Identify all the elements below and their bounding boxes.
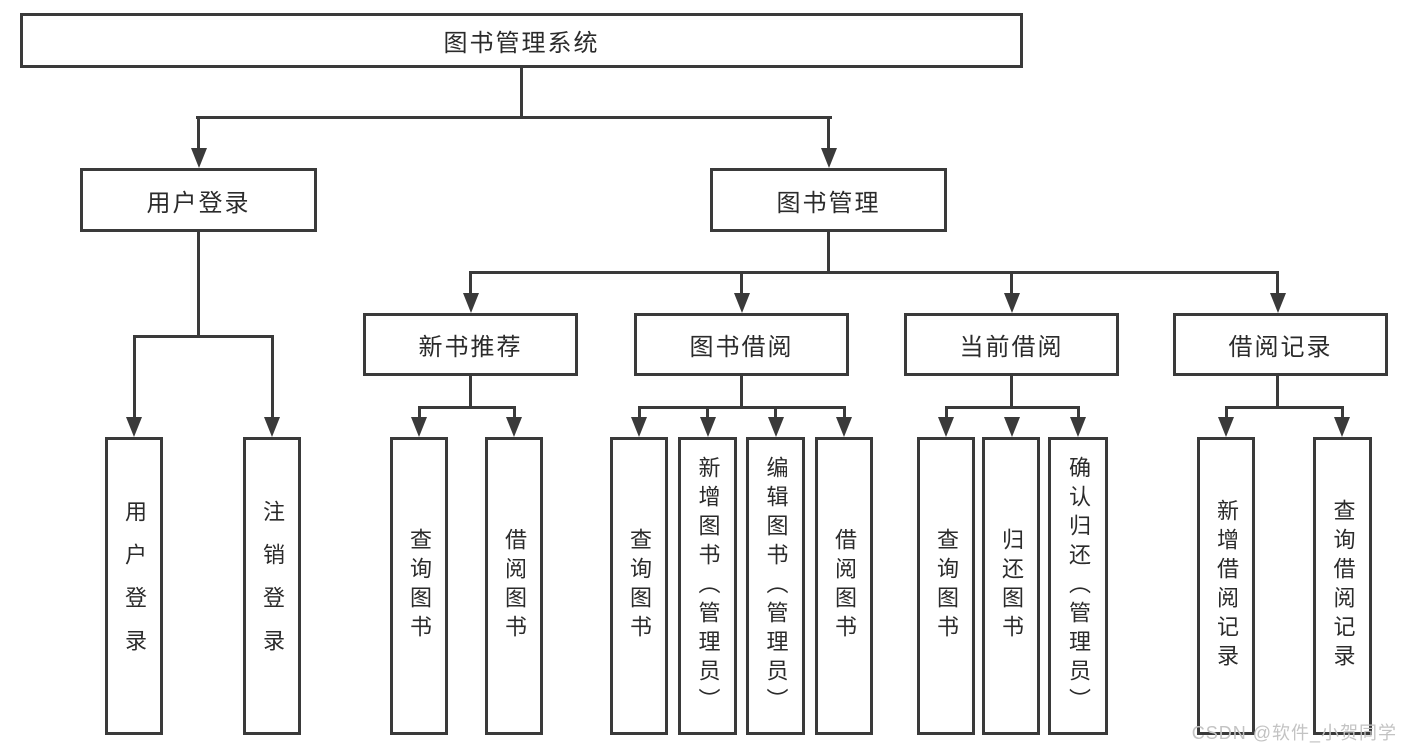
connector-line-vertical xyxy=(1076,407,1080,422)
arrowhead-down-icon xyxy=(1003,417,1020,437)
node-book-borrow-label: 图书借阅 xyxy=(689,334,794,361)
arrowhead-down-icon xyxy=(767,417,784,437)
node-borrow-record: 借阅记录 xyxy=(1173,313,1388,376)
leaf-add-borrow-record: 新增借阅记录 xyxy=(1197,437,1255,735)
arrowhead-down-icon xyxy=(190,148,207,168)
leaf-add-borrow-record-label: 新增借阅记录 xyxy=(1214,499,1239,673)
leaf-borrow-books-recommend-label: 借阅图书 xyxy=(502,528,527,644)
arrowhead-down-icon xyxy=(938,417,954,437)
connector-line-horizontal xyxy=(417,405,516,409)
connector-line-vertical xyxy=(842,407,846,422)
leaf-borrow-books: 借阅图书 xyxy=(815,437,873,735)
connector-line-horizontal xyxy=(469,270,1279,274)
node-new-book-recommend: 新书推荐 xyxy=(363,313,578,376)
leaf-return-books: 归还图书 xyxy=(982,437,1040,735)
arrowhead-down-icon xyxy=(733,293,750,313)
leaf-query-books-recommend-label: 查询图书 xyxy=(407,528,432,644)
connector-line-vertical xyxy=(197,117,200,152)
arrowhead-down-icon xyxy=(699,417,716,437)
node-borrow-record-label: 借阅记录 xyxy=(1228,334,1333,361)
arrowhead-down-icon xyxy=(820,148,837,168)
node-library-system: 图书管理系统 xyxy=(20,13,1023,68)
leaf-edit-books-admin: 编辑图书（管理员） xyxy=(746,437,805,735)
leaf-borrow-books-recommend: 借阅图书 xyxy=(485,437,543,735)
arrowhead-down-icon xyxy=(631,417,647,437)
connector-line-vertical xyxy=(706,407,709,422)
leaf-query-books-recommend: 查询图书 xyxy=(390,437,448,735)
connector-line-horizontal xyxy=(195,115,832,119)
connector-line-vertical xyxy=(1276,376,1279,407)
node-book-management-label: 图书管理 xyxy=(776,189,881,217)
connector-line-vertical xyxy=(1010,376,1013,407)
node-user-login-label: 用户登录 xyxy=(146,189,251,217)
leaf-confirm-return-admin-label: 确认归还（管理员） xyxy=(1066,455,1091,717)
node-library-system-label: 图书管理系统 xyxy=(443,30,600,57)
arrowhead-down-icon xyxy=(1003,293,1020,313)
connector-line-vertical xyxy=(637,407,641,422)
connector-line-vertical xyxy=(1276,272,1279,298)
connector-line-horizontal xyxy=(944,405,1080,409)
connector-line-horizontal xyxy=(132,334,274,338)
connector-line-horizontal xyxy=(1224,405,1344,409)
connector-line-vertical xyxy=(944,407,948,422)
connector-line-vertical xyxy=(132,336,136,422)
leaf-logout-label: 注销登录 xyxy=(260,500,285,672)
connector-line-vertical xyxy=(1340,407,1344,422)
arrowhead-down-icon xyxy=(1334,417,1350,437)
leaf-query-books-borrow: 查询图书 xyxy=(610,437,668,735)
node-new-book-recommend-label: 新书推荐 xyxy=(418,334,523,361)
leaf-borrow-books-label: 借阅图书 xyxy=(832,528,857,644)
arrowhead-down-icon xyxy=(1218,417,1234,437)
arrowhead-down-icon xyxy=(411,417,427,437)
node-user-login: 用户登录 xyxy=(80,168,317,232)
node-current-borrow-label: 当前借阅 xyxy=(959,334,1064,361)
connector-line-vertical xyxy=(469,272,472,298)
arrowhead-down-icon xyxy=(264,417,280,437)
connector-line-vertical xyxy=(740,376,743,407)
leaf-query-borrow-record: 查询借阅记录 xyxy=(1313,437,1372,735)
leaf-query-books-current-label: 查询图书 xyxy=(934,528,959,644)
connector-line-vertical xyxy=(469,376,472,407)
connector-line-vertical xyxy=(827,232,830,272)
connector-line-vertical xyxy=(1010,272,1013,298)
arrowhead-down-icon xyxy=(1269,293,1286,313)
node-book-borrow: 图书借阅 xyxy=(634,313,849,376)
connector-line-horizontal xyxy=(637,405,846,409)
arrowhead-down-icon xyxy=(1070,417,1086,437)
leaf-return-books-label: 归还图书 xyxy=(999,528,1024,644)
connector-line-vertical xyxy=(1224,407,1228,422)
connector-line-vertical xyxy=(827,117,830,152)
leaf-user-login-label: 用户登录 xyxy=(122,500,147,672)
leaf-query-books-current: 查询图书 xyxy=(917,437,975,735)
arrowhead-down-icon xyxy=(506,417,522,437)
leaf-query-books-borrow-label: 查询图书 xyxy=(627,528,652,644)
leaf-edit-books-admin-label: 编辑图书（管理员） xyxy=(763,455,789,717)
connector-line-vertical xyxy=(417,407,421,422)
leaf-user-login: 用户登录 xyxy=(105,437,163,735)
csdn-watermark: CSDN @软件_小贺同学 xyxy=(1191,723,1397,743)
arrowhead-down-icon xyxy=(126,417,142,437)
connector-line-vertical xyxy=(512,407,516,422)
node-current-borrow: 当前借阅 xyxy=(904,313,1119,376)
arrowhead-down-icon xyxy=(462,293,479,313)
arrowhead-down-icon xyxy=(836,417,852,437)
leaf-confirm-return-admin: 确认归还（管理员） xyxy=(1048,437,1108,735)
node-book-management: 图书管理 xyxy=(710,168,947,232)
connector-line-vertical xyxy=(774,407,777,422)
leaf-add-books-admin-label: 新增图书（管理员） xyxy=(695,455,721,717)
leaf-add-books-admin: 新增图书（管理员） xyxy=(678,437,737,735)
connector-line-vertical xyxy=(197,232,200,336)
leaf-logout: 注销登录 xyxy=(243,437,301,735)
leaf-query-borrow-record-label: 查询借阅记录 xyxy=(1330,499,1356,673)
connector-line-vertical xyxy=(740,272,743,298)
connector-line-vertical xyxy=(519,68,523,118)
connector-line-vertical xyxy=(270,336,274,422)
